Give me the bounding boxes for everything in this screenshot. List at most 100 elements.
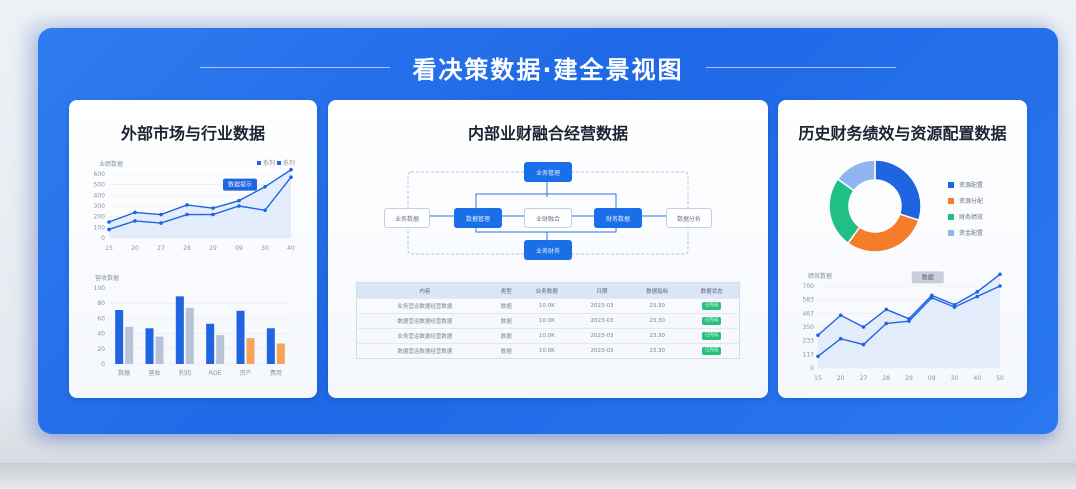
legend-label: 资金配置 xyxy=(959,230,984,237)
flow-node-finance-data[interactable]: 财务数据 xyxy=(594,208,642,228)
floor xyxy=(0,463,1076,489)
data-point xyxy=(237,204,241,208)
data-point xyxy=(107,220,111,224)
table-cell: 已完成 xyxy=(684,298,740,314)
x-tick-label: 27 xyxy=(860,375,868,382)
x-tick-label: 15 xyxy=(814,375,822,382)
y-tick-label: 583 xyxy=(803,297,815,304)
x-tick-label: 40 xyxy=(973,375,981,382)
data-point xyxy=(998,284,1002,288)
table-cell: 2023-03 xyxy=(573,313,631,329)
table-cell: 23.30 xyxy=(630,328,685,344)
table-cell: 数据 xyxy=(492,313,520,329)
table-row[interactable]: 业务营运数据经营数据 数据 10.0K 2023-03 23.30 已完成 xyxy=(356,328,740,344)
data-point xyxy=(263,208,267,213)
tooltip-box xyxy=(223,178,257,191)
flow-node-data-analysis[interactable]: 数据分析 xyxy=(666,208,712,228)
table-row[interactable]: 数据营运数据经营数据 数据 10.0K 2023-03 23.30 已完成 xyxy=(356,313,740,329)
flow-node-business-data[interactable]: 业务数据 xyxy=(384,208,430,228)
y-tick-label: 100 xyxy=(94,285,106,292)
data-point xyxy=(211,212,215,217)
y-tick-label: 117 xyxy=(803,351,815,358)
data-point xyxy=(185,212,189,217)
y-tick-label: 20 xyxy=(97,346,105,353)
status-badge: 已完成 xyxy=(701,302,722,310)
x-tick-label: 利润 xyxy=(179,369,191,377)
donut-slice xyxy=(874,159,922,222)
data-point xyxy=(159,221,163,225)
table-header: 内容 xyxy=(356,282,493,299)
table-cell: 业务营运数据经营数据 xyxy=(356,298,493,314)
y-axis-label: 业绩数据 xyxy=(99,160,123,168)
table-cell: 2023-03 xyxy=(573,328,631,344)
y-tick-label: 467 xyxy=(803,310,815,317)
x-tick-label: 29 xyxy=(209,245,217,252)
table-cell: 数据营运数据经营数据 xyxy=(356,313,493,329)
tooltip-box xyxy=(911,271,944,284)
data-point xyxy=(861,325,866,329)
data-point xyxy=(952,305,957,309)
data-point xyxy=(289,167,293,172)
legend-swatch xyxy=(948,197,954,204)
bar xyxy=(185,307,194,364)
y-tick-label: 700 xyxy=(803,283,815,290)
donut-slice xyxy=(846,213,920,253)
x-tick-label: 20 xyxy=(131,245,139,252)
x-tick-label: 数据 xyxy=(118,369,130,377)
bar xyxy=(276,343,285,364)
y-tick-label: 0 xyxy=(101,361,105,368)
bar xyxy=(216,335,225,364)
table-row[interactable]: 业务营运数据经营数据 数据 10.0K 2023-03 23.30 已完成 xyxy=(356,298,740,314)
data-point xyxy=(211,206,215,210)
panel-title-external: 外部市场与行业数据 xyxy=(120,124,265,143)
table-header: 类型 xyxy=(492,282,520,299)
table-cell: 10.0K xyxy=(519,328,574,344)
board-title: 看决策数据·建全景视图 xyxy=(412,55,684,84)
y-tick-label: 40 xyxy=(97,331,105,338)
legend-item: 资源配置 xyxy=(948,180,983,189)
x-tick-label: 30 xyxy=(951,375,959,382)
flow-node-business-finance[interactable]: 业务财务 xyxy=(524,240,572,260)
data-point xyxy=(289,175,293,179)
legend-item: 财务绩效 xyxy=(948,212,983,221)
panel-internal-business: 内部业财融合经营数据 业务管理 业务数据 数据管理 业财融合 财务数据 数据分析… xyxy=(328,100,768,398)
flow-node-fusion[interactable]: 业财融合 xyxy=(524,208,572,228)
table-row[interactable]: 数据营运数据经营数据 数据 10.0K 2023-03 23.30 已完成 xyxy=(356,343,740,359)
bar xyxy=(246,338,255,364)
y-tick-label: 500 xyxy=(94,182,106,189)
y-tick-label: 300 xyxy=(94,203,106,210)
bar xyxy=(115,310,124,364)
y-tick-label: 600 xyxy=(94,171,106,178)
title-divider-left xyxy=(200,66,391,68)
x-tick-label: 20 xyxy=(837,375,845,382)
data-point xyxy=(907,319,911,323)
x-tick-label: 费用 xyxy=(270,369,282,377)
data-point xyxy=(159,212,163,217)
table-cell: 23.30 xyxy=(630,313,685,329)
data-point xyxy=(185,203,189,207)
legend-label: 系列 xyxy=(263,159,275,167)
legend-swatch xyxy=(948,229,954,236)
bar xyxy=(175,296,184,364)
flow-node-business-mgmt[interactable]: 业务管理 xyxy=(524,162,572,182)
flow-node-data-mgmt[interactable]: 数据管理 xyxy=(454,208,502,228)
x-tick-label: ROE xyxy=(209,370,222,377)
donut-slice xyxy=(836,159,876,192)
table-cell: 2023-03 xyxy=(573,343,631,359)
x-tick-label: 29 xyxy=(905,375,913,382)
table-cell: 已完成 xyxy=(684,343,740,359)
y-tick-label: 80 xyxy=(97,300,105,307)
x-tick-label: 27 xyxy=(157,245,165,252)
y-tick-label: 200 xyxy=(94,214,106,221)
table-cell: 数据 xyxy=(492,328,520,344)
x-tick-label: 28 xyxy=(882,375,890,382)
table-header: 业务数据 xyxy=(519,282,574,299)
table-cell: 10.0K xyxy=(519,343,574,359)
x-tick-label: 15 xyxy=(105,245,113,252)
data-point xyxy=(861,342,866,347)
bar xyxy=(125,326,134,364)
x-tick-label: 30 xyxy=(261,245,269,252)
